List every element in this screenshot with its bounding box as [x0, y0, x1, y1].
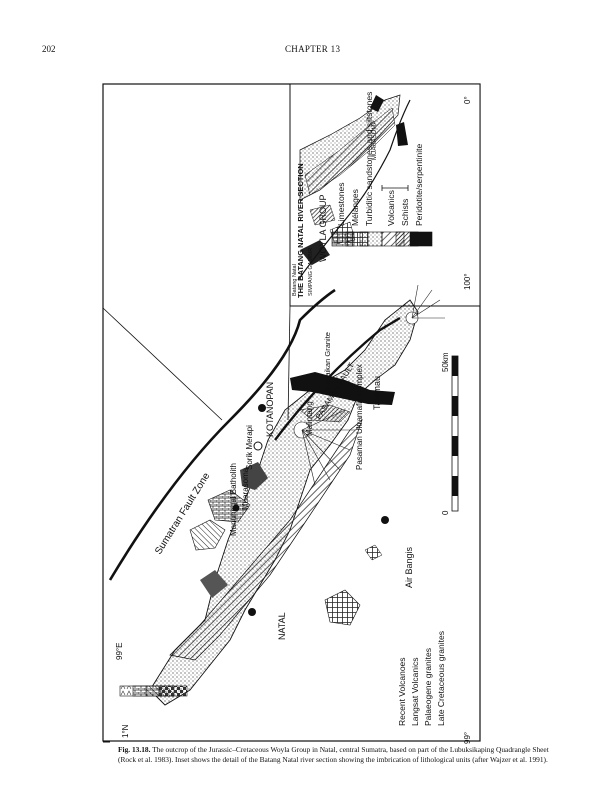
- label-99e: 99°E: [115, 643, 124, 660]
- scale-bar: [451, 355, 459, 512]
- woyla-label-peridotite: Peridotite/serpentinite: [414, 144, 424, 226]
- scale-label-zero: 0: [441, 510, 450, 515]
- page-number: 202: [42, 44, 56, 54]
- label-100: 100°: [463, 273, 472, 290]
- label-kotanopan: KOTANOPAN: [265, 382, 275, 437]
- label-talamau: Talamau: [372, 376, 382, 410]
- peridotite-band: [290, 372, 395, 405]
- label-manunggal: Manunggal Batholith: [229, 463, 238, 536]
- legend-label-palaeogene: Palaeogene granites: [423, 648, 433, 726]
- late-cretaceous-granite-patch: [324, 589, 361, 626]
- woyla-label-melanges: Mélanges: [350, 189, 360, 226]
- inset-leader-line: [102, 307, 223, 421]
- caption-label: Fig. 13.18.: [118, 745, 151, 754]
- town-muarasoma-marker: [232, 504, 240, 512]
- schist-band: [299, 404, 351, 423]
- woyla-label-volcanics: Volcanics: [386, 190, 396, 226]
- woyla-title: WOYLA GROUP: [318, 194, 328, 262]
- inset-label-river: Batang Natal: [292, 264, 298, 296]
- legend-swatch-turbidites: [359, 231, 383, 247]
- scale-label-end: 50km: [441, 352, 450, 372]
- legend-label-recent-volcanoes: Recent Volcanoes: [397, 657, 407, 726]
- langsat-volcanics-patch: [207, 489, 251, 523]
- late-cretaceous-granite-patch: [364, 544, 383, 561]
- label-natal: NATAL: [277, 612, 287, 640]
- volcano-symbol: [293, 409, 355, 486]
- pasaman-fault-line: [274, 316, 401, 441]
- granite-patch: [189, 519, 226, 551]
- volcano-sorik-merapi-marker: [253, 441, 263, 451]
- inset-title: THE BATANG NATAL RIVER SECTION: [296, 163, 305, 298]
- label-sorik-merapi: Sorik Merapi: [245, 425, 254, 470]
- legend-swatch-peridotite: [409, 231, 433, 247]
- inset-label-simpang: SIMPANG GAMBIR: [308, 248, 314, 296]
- label-air-bangis: Air Bangis: [404, 546, 414, 588]
- town-air-bangis-marker: [381, 516, 389, 524]
- label-1n: 1°N: [121, 724, 130, 738]
- inset-map: [297, 94, 411, 281]
- woyla-label-turbidites: Turbiditic sandstones and siltstones: [364, 92, 374, 226]
- legend-swatch-late-cretaceous: [158, 685, 188, 697]
- woyla-label-limestones: Limestones: [336, 183, 346, 226]
- label-muarasoma: Muarasoma: [241, 467, 250, 510]
- legend-left: [119, 685, 188, 697]
- legend-label-langsat: Langsat Volcanics: [410, 657, 420, 726]
- inset-label-muarasoma: MUARASOMA: [372, 121, 378, 160]
- sumatran-fault-line: [108, 288, 336, 581]
- woyla-belt: [169, 418, 363, 661]
- granite-patch: [200, 570, 228, 598]
- label-99: 99°: [463, 732, 472, 744]
- label-pasaman-ultramafic: Pasaman Ultramafic Complex: [355, 364, 364, 470]
- caption-text: The outcrop of the Jurassic–Cretaceous W…: [118, 745, 549, 764]
- woyla-label-schists: Schists: [400, 199, 410, 226]
- figure-caption: Fig. 13.18. The outcrop of the Jurassic–…: [118, 745, 558, 765]
- granite-patch: [240, 462, 268, 490]
- town-kotanopan-marker: [258, 404, 266, 412]
- label-malintang: Malintang: [305, 401, 314, 436]
- label-kanaikan: Kanaikan Granite: [323, 332, 332, 390]
- label-0: 0°: [463, 96, 472, 104]
- chapter-heading: CHAPTER 13: [285, 44, 341, 54]
- inset-leader-line: [287, 305, 291, 421]
- volcano-symbol: [405, 284, 445, 325]
- legend-label-late-cretaceous: Late Cretaceous granites: [436, 631, 446, 726]
- town-natal-marker: [248, 608, 256, 616]
